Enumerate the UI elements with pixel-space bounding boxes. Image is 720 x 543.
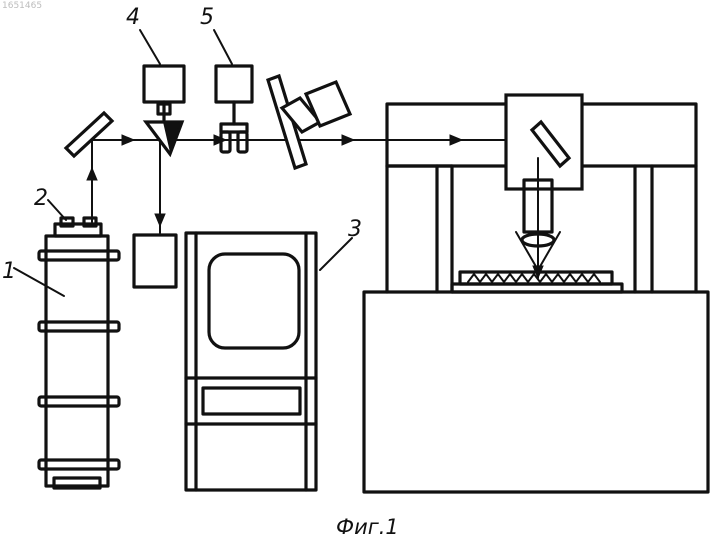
label-3-text: 3 (348, 217, 362, 242)
label-2-text: 2 (34, 186, 48, 211)
tilted-optical-element (268, 76, 350, 168)
beam-horizontal-1 (92, 135, 160, 145)
label-2: 2 (34, 186, 66, 220)
label-5-text: 5 (200, 5, 214, 30)
figure-caption: Фиг.1 (336, 515, 399, 539)
label-5: 5 (200, 5, 232, 64)
beam-vertical-1 (87, 140, 97, 222)
label-1: 1 (2, 259, 64, 296)
label-4: 4 (126, 5, 160, 64)
document-number-stamp: 1651465 (2, 1, 42, 11)
control-console (186, 233, 316, 490)
turning-mirror-1 (66, 113, 112, 156)
label-3: 3 (320, 217, 362, 270)
label-4-text: 4 (126, 5, 140, 30)
beam-down-to-block (155, 142, 165, 233)
machining-station (364, 95, 708, 492)
label-1-text: 1 (2, 259, 16, 284)
laser-tube (39, 236, 119, 488)
output-coupler (55, 218, 101, 236)
beam-main (170, 135, 540, 145)
absorber-block (134, 235, 176, 287)
